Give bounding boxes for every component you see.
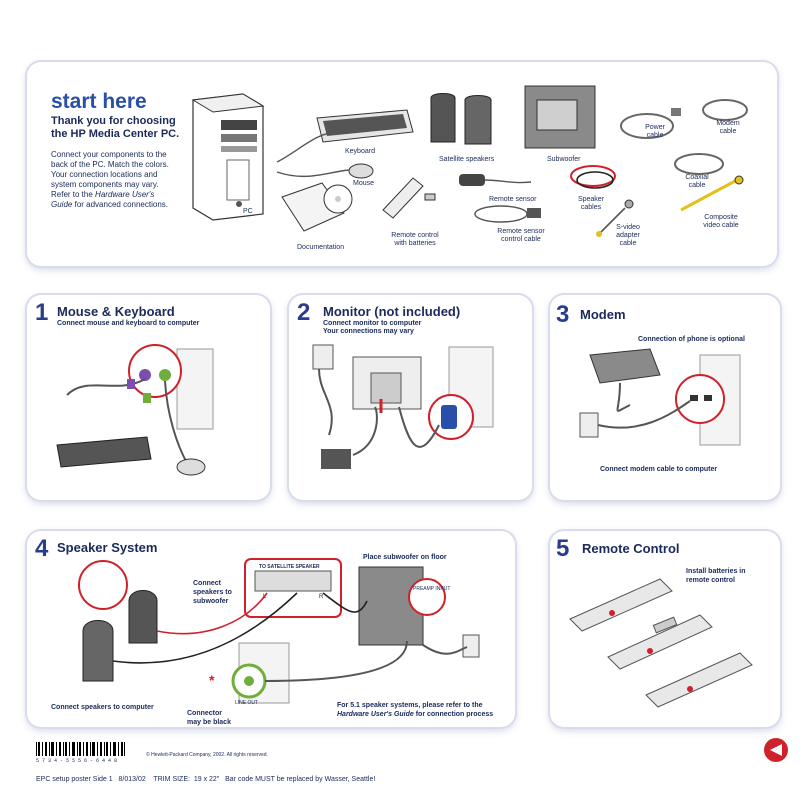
panel-4-note-connect-1: Connect [193, 580, 221, 587]
composite-illustration [680, 175, 744, 212]
panel-remote-control: 5 Remote Control Install batteries in re… [550, 531, 780, 727]
coaxial-label: Coaxial cable [685, 174, 709, 189]
pc-tower-illustration [191, 93, 265, 221]
inset-l-label: L [263, 594, 267, 600]
mouse-label: Mouse [353, 180, 375, 187]
panel-1-title: Mouse & Keyboard [57, 304, 175, 319]
documentation-label: Documentation [297, 244, 345, 251]
copyright-notice: © Hewlett-Packard Company, 2002. All rig… [146, 752, 268, 758]
remote-batteries-illustration [569, 578, 753, 708]
power-cable-illustration [620, 108, 681, 139]
panel-5-note-1: Install batteries in [686, 568, 746, 575]
panel-5-title: Remote Control [582, 541, 680, 556]
panel-4-title: Speaker System [57, 540, 158, 555]
inset-satellite-label: TO SATELLITE SPEAKER [259, 564, 320, 570]
panel-4-note-bottom: Connect speakers to computer [51, 704, 154, 711]
thanks-line-2: the HP Media Center PC. [51, 128, 180, 140]
coaxial-illustration [674, 153, 724, 175]
speaker-cables-label: Speaker cables [577, 196, 605, 211]
modem-illustration [579, 348, 741, 446]
line-out-label: LINE OUT [235, 700, 259, 706]
inset-r-label: R [319, 594, 324, 600]
asterisk-mark: * [209, 672, 215, 688]
panel-mouse-keyboard: 1 Mouse & Keyboard Connect mouse and key… [27, 295, 270, 500]
panel-modem: 3 Modem Connection of phone is optional … [550, 295, 780, 500]
step-number-4: 4 [35, 535, 49, 562]
mouse-illustration [348, 163, 374, 179]
thanks-line-1: Thank you for choosing [51, 115, 176, 127]
power-cable-label: Power cable [645, 124, 665, 139]
pc-cables [276, 131, 350, 178]
panel-5-note-2: remote control [686, 577, 736, 584]
sensor-cable-label: Remote sensor control cable [497, 228, 545, 243]
step-number-5: 5 [556, 535, 570, 562]
page-corner-mark [764, 738, 788, 762]
barcode [36, 742, 126, 756]
keyboard-label: Keyboard [345, 148, 375, 155]
panel-1-subtitle: Connect mouse and keyboard to computer [57, 320, 200, 327]
remote-illustration [382, 177, 436, 219]
speaker-cables-illustration [570, 165, 616, 189]
satellite-speakers-label: Satellite speakers [439, 156, 495, 163]
panel-4-note-connector-2: may be black [187, 719, 231, 726]
panel-speaker-system: 4 Speaker System Connect speakers to sub… [27, 531, 515, 727]
footer-info: EPC setup poster Side 1 8/013/02 TRIM SI… [36, 776, 376, 783]
composite-label: Composite video cable [703, 214, 739, 229]
svideo-illustration [596, 199, 634, 237]
remote-sensor-label: Remote sensor [489, 196, 537, 203]
pc-label: PC [243, 208, 253, 215]
subwoofer-illustration [524, 85, 596, 149]
panel-monitor: 2 Monitor (not included) Connect monitor… [289, 295, 532, 500]
panel-4-note-connect-3: subwoofer [193, 598, 229, 605]
sensor-cable-illustration [474, 205, 541, 223]
panel-2-title: Monitor (not included) [323, 304, 461, 319]
panel-4-note-connector-1: Connector [187, 710, 222, 717]
step-number-1: 1 [35, 299, 49, 326]
documentation-illustration [281, 182, 353, 232]
preamp-label: PREAMP INPUT [413, 586, 451, 592]
svideo-label: S-video adapter cable [616, 224, 640, 247]
remote-label: Remote control with batteries [391, 232, 439, 247]
keyboard-illustration [316, 109, 414, 143]
modem-cable-label: Modem cable [716, 120, 740, 135]
panel-4-note-connect-2: speakers to [193, 589, 232, 596]
start-here-heading: start here [51, 90, 147, 113]
speaker-system-illustration: * [78, 558, 480, 704]
step-number-3: 3 [556, 301, 570, 328]
panel-4-note-51: For 5.1 speaker systems, please refer to… [337, 702, 494, 718]
panel-3-note-top: Connection of phone is optional [638, 336, 745, 343]
barcode-number: 5 7 3 4 - 5 5 5 6 - 6 4 4 8 [36, 758, 118, 764]
panel-2-subtitle-1: Connect monitor to computer [323, 320, 422, 327]
panel-2-subtitle-2: Your connections may vary [323, 328, 414, 335]
subwoofer-label: Subwoofer [547, 156, 581, 163]
panel-3-title: Modem [580, 307, 626, 322]
satellite-speakers-illustration [430, 93, 492, 145]
intro-panel: start here Thank you for choosing the HP… [27, 62, 777, 266]
intro-text: Connect your components to the back of t… [51, 150, 169, 209]
modem-cable-illustration [702, 99, 748, 121]
panel-4-note-subwoofer: Place subwoofer on floor [363, 554, 447, 561]
step-number-2: 2 [297, 299, 311, 326]
remote-sensor-illustration [459, 174, 532, 186]
mouse-keyboard-illustration [56, 344, 214, 476]
monitor-illustration [312, 344, 494, 469]
panel-3-note-bottom: Connect modem cable to computer [600, 466, 718, 473]
